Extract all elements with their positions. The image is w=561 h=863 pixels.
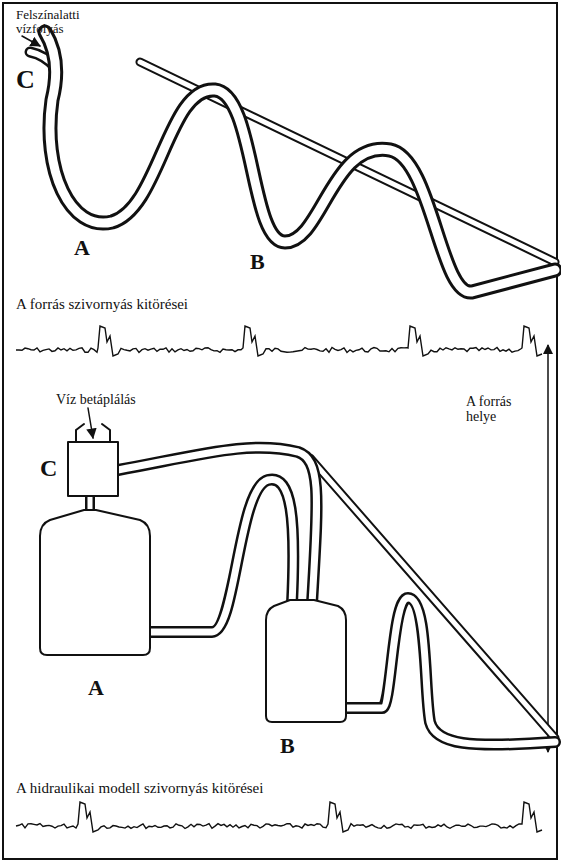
- hydraulic-model: [40, 408, 555, 745]
- eruption-trace: [16, 802, 542, 832]
- part-letter: C: [40, 455, 57, 481]
- trace-caption: A hidraulikai modell szivornyás kitörése…: [16, 780, 263, 797]
- part-letter: C: [16, 66, 35, 95]
- part-letter: B: [280, 734, 295, 758]
- inlet-label: Víz betáplálás: [56, 392, 136, 407]
- frame: [3, 3, 557, 859]
- eruption-trace: [16, 326, 542, 356]
- part-letter: B: [250, 250, 265, 274]
- trace-caption: A forrás szivornyás kitörései: [16, 296, 188, 313]
- part-letter: A: [88, 676, 104, 700]
- cave-siphon: [22, 32, 555, 292]
- stream-label: Felszínalatti vízfolyás: [16, 8, 116, 37]
- spring-arrow: [547, 345, 549, 752]
- spring-label: A forrás helye: [466, 394, 542, 425]
- part-letter: A: [74, 236, 90, 260]
